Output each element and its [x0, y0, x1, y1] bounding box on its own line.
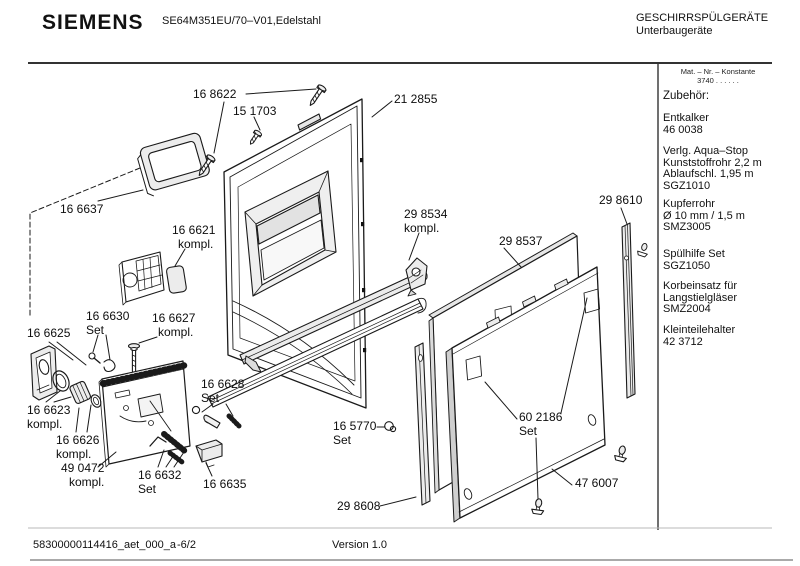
callout-298610: 29 8610 [599, 193, 643, 207]
part-298610-clip [637, 243, 648, 258]
part-476007-decor-panel [445, 266, 606, 523]
part-166632-springs [149, 431, 189, 465]
part-151703-screw [249, 129, 263, 145]
category-header: GESCHIRRSPÜLGERÄTE Unterbaugeräte [636, 12, 768, 38]
footer-sheet: -6/2 [177, 539, 196, 551]
leader-166623 [45, 390, 72, 403]
footer-doc-number: 58300000114416_aet_000_a [33, 539, 176, 551]
part-166625-bracket [30, 345, 58, 401]
accessories-title: Zubehör: [663, 90, 710, 102]
accessory-spuelhilfe: Spülhilfe Set SGZ1050 [663, 248, 725, 272]
accessory-aquastop: Verlg. Aqua–Stop Kunststoffrohr 2,2 m Ab… [663, 145, 762, 192]
accessory-korbeinsatz: Korbeinsatz für Langstielgläser SMZ2004 [663, 280, 737, 315]
accessory-kleinteilehalter: Kleinteilehalter 42 3712 [663, 324, 736, 348]
part-166637-window-frame [137, 132, 210, 197]
leader-298537 [503, 247, 522, 268]
part-602186-clip-a [614, 445, 627, 463]
leader-166637 [97, 189, 144, 202]
part-166623-seal-ring [52, 370, 70, 392]
leader-298534 [408, 232, 420, 261]
leader-490472 [97, 451, 117, 468]
part-166628-set [191, 405, 242, 429]
part-168622-screw-left [198, 154, 216, 176]
leader-166630 [92, 334, 111, 361]
callout-166637: 16 6637 [60, 202, 104, 216]
leader-166626 [75, 404, 92, 433]
accessory-entkalker: Entkalker 46 0038 [663, 112, 709, 136]
leader-151703 [253, 116, 261, 131]
callout-298537: 29 8537 [499, 234, 543, 248]
leader-298610 [620, 207, 628, 225]
part-166635-latch [195, 439, 223, 468]
part-166630-fasteners [88, 352, 116, 373]
assembly-dashed-line [29, 167, 141, 319]
part-165770-clip [384, 421, 397, 433]
leader-602186 [484, 297, 588, 500]
part-166621-pad [166, 265, 187, 294]
part-298610-strip [621, 222, 636, 399]
callout-298608: 29 8608 [337, 499, 381, 513]
accessory-kupferrohr: Kupferrohr Ø 10 mm / 1,5 m SMZ3005 [663, 198, 745, 233]
part-490472-inner-door [98, 360, 191, 468]
leader-212855 [371, 100, 393, 118]
leader-168622 [213, 88, 317, 154]
model-code: SE64M351EU/70–V01,Edelstahl [162, 15, 321, 27]
leader-166621 [174, 248, 186, 267]
part-166626-coupler [69, 380, 102, 408]
callout-168622: 16 8622 [193, 87, 237, 101]
category-line1: GESCHIRRSPÜLGERÄTE [636, 12, 769, 24]
mat-nr-block: Mat. – Nr. – Konstante 3740 . . . . . . [663, 67, 773, 85]
callout-166625: 16 6625 [27, 326, 71, 340]
callout-212855: 21 2855 [394, 92, 438, 106]
callout-476007: 47 6007 [575, 476, 619, 490]
callout-151703: 15 1703 [233, 104, 277, 118]
mat-nr-line1: Mat. – Nr. – Konstante [680, 67, 756, 76]
leader-166632 [157, 449, 185, 468]
leader-166627 [138, 336, 158, 344]
footer-version: Version 1.0 [332, 539, 388, 551]
leader-166635 [205, 462, 213, 477]
leader-166628 [201, 403, 234, 417]
part-166621-control-module [118, 251, 165, 306]
part-298534-hinge [405, 257, 428, 297]
page-rules [28, 62, 793, 561]
leader-166625 [48, 341, 87, 366]
part-602186-clip-b [531, 498, 545, 516]
brand-logo: SIEMENS [42, 11, 144, 34]
category-line2: Unterbaugeräte [636, 25, 713, 37]
leader-lines [45, 88, 628, 507]
mat-nr-line2: 3740 . . . . . . [697, 76, 739, 85]
leader-476007 [551, 468, 573, 486]
part-298608-strip [414, 342, 431, 506]
part-168622-screw-top [309, 84, 327, 106]
callout-166635: 16 6635 [203, 477, 247, 491]
leader-298608 [379, 496, 417, 507]
part-212855-door-panel [223, 98, 367, 409]
